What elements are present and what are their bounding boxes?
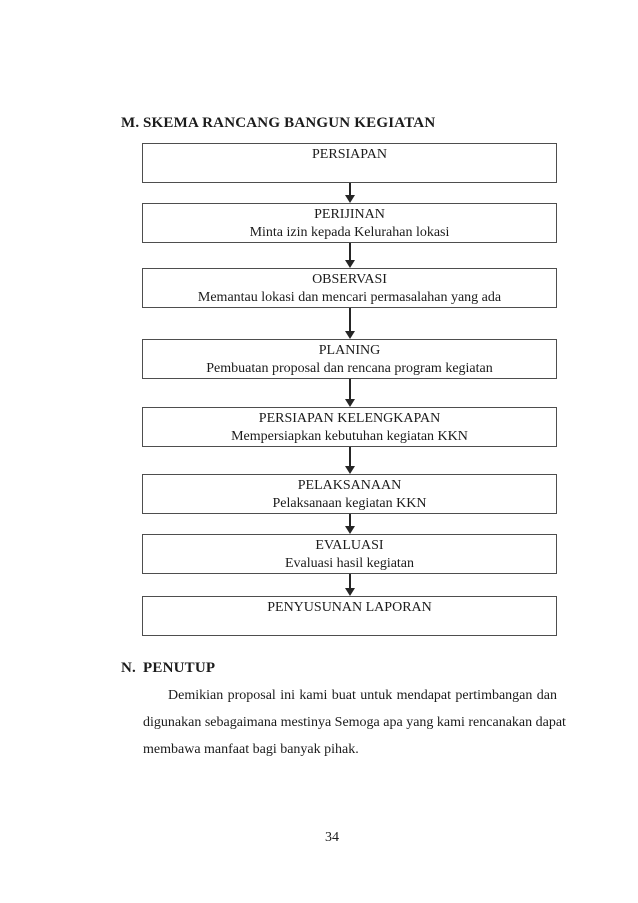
flow-step-subtitle: Pelaksanaan kegiatan KKN	[272, 496, 427, 511]
flow-step-penyusunan-laporan: PENYUSUNAN LAPORAN	[142, 596, 557, 636]
flow-step-persiapan-kelengkapan: PERSIAPAN KELENGKAPAN Mempersiapkan kebu…	[142, 407, 557, 447]
down-arrow-icon	[142, 308, 557, 339]
flow-step-perijinan: PERIJINAN Minta izin kepada Kelurahan lo…	[142, 203, 557, 243]
section-n-heading: N. PENUTUP	[121, 660, 215, 677]
down-arrow-icon	[142, 574, 557, 596]
flow-step-subtitle: Pembuatan proposal dan rencana program k…	[206, 361, 493, 376]
flow-step-persiapan: PERSIAPAN	[142, 143, 557, 183]
closing-paragraph-line: Demikian proposal ini kami buat untuk me…	[168, 688, 557, 703]
closing-paragraph: Demikian proposal ini kami buat untuk me…	[143, 682, 566, 763]
down-arrow-icon	[142, 379, 557, 407]
section-m-heading: M. SKEMA RANCANG BANGUN KEGIATAN	[121, 115, 435, 132]
down-arrow-icon	[142, 243, 557, 268]
page-number: 34	[325, 830, 339, 845]
down-arrow-icon	[142, 183, 557, 203]
section-n-marker: N.	[121, 660, 136, 676]
flow-step-title: PELAKSANAAN	[297, 478, 402, 493]
flow-step-evaluasi: EVALUASI Evaluasi hasil kegiatan	[142, 534, 557, 574]
flow-step-title: OBSERVASI	[312, 272, 387, 287]
flow-step-subtitle: Evaluasi hasil kegiatan	[284, 556, 415, 571]
closing-paragraph-line: digunakan sebagaimana mestinya Semoga ap…	[143, 715, 566, 730]
flow-step-title: EVALUASI	[315, 538, 384, 553]
flow-step-pelaksanaan: PELAKSANAAN Pelaksanaan kegiatan KKN	[142, 474, 557, 514]
closing-paragraph-line: membawa manfaat bagi banyak pihak.	[143, 742, 359, 757]
section-n-title: PENUTUP	[143, 660, 216, 676]
flow-step-planing: PLANING Pembuatan proposal dan rencana p…	[142, 339, 557, 379]
flow-step-subtitle: Minta izin kepada Kelurahan lokasi	[249, 225, 450, 240]
down-arrow-icon	[142, 447, 557, 474]
flow-step-title: PENYUSUNAN LAPORAN	[267, 600, 432, 615]
section-m-marker: M.	[121, 115, 140, 131]
flow-step-subtitle: Memantau lokasi dan mencari permasalahan…	[197, 290, 502, 305]
flow-step-subtitle: Mempersiapkan kebutuhan kegiatan KKN	[231, 429, 468, 444]
flow-step-title: PERSIAPAN	[312, 147, 387, 162]
flowchart: PERSIAPAN PERIJINAN Minta izin kepada Ke…	[142, 143, 557, 636]
flow-step-observasi: OBSERVASI Memantau lokasi dan mencari pe…	[142, 268, 557, 308]
flow-step-title: PERIJINAN	[314, 207, 385, 222]
section-m-title: SKEMA RANCANG BANGUN KEGIATAN	[143, 115, 436, 131]
flow-step-title: PLANING	[318, 343, 381, 358]
down-arrow-icon	[142, 514, 557, 534]
flow-step-title: PERSIAPAN KELENGKAPAN	[258, 411, 441, 426]
